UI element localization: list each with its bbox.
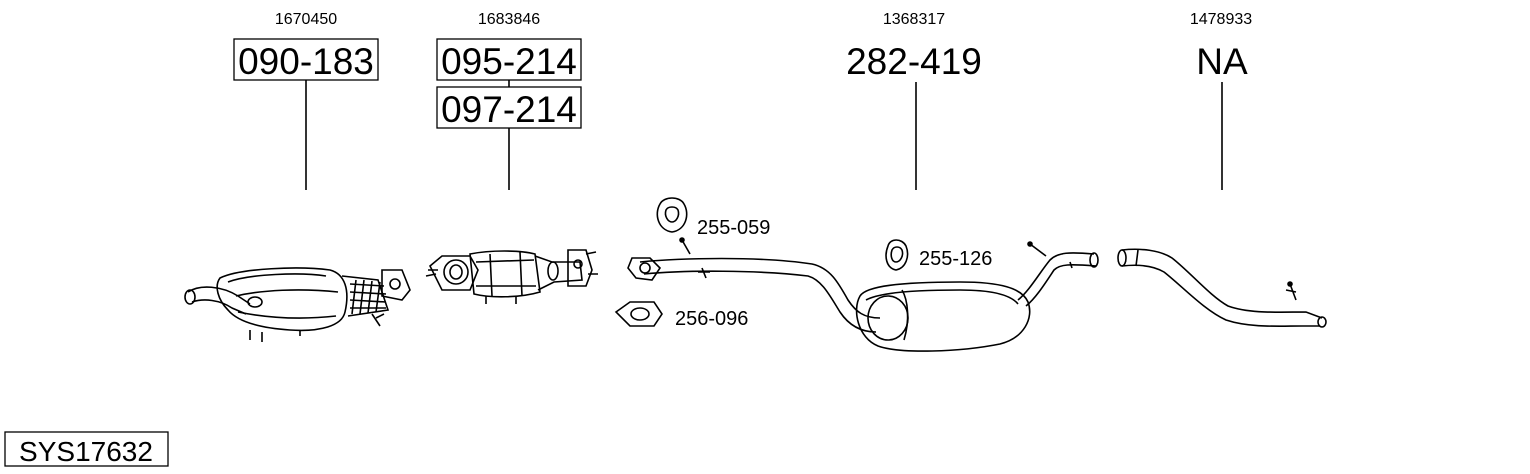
part-number-box-1[interactable]	[233, 38, 379, 81]
rubber-hanger-icon	[656, 197, 691, 255]
part-number-4[interactable]: NA	[1196, 41, 1248, 82]
system-code: SYS17632	[19, 436, 153, 467]
accessory-group-256-096[interactable]: 256-096	[614, 301, 748, 330]
oem-number-2: 1683846	[478, 11, 540, 28]
rubber-hanger-icon	[885, 239, 909, 271]
particulate-filter-icon[interactable]	[425, 249, 598, 304]
accessory-part-number-255-059[interactable]: 255-059	[697, 217, 770, 239]
part-group-4[interactable]: 1478933 NA	[1117, 11, 1327, 328]
part-group-1[interactable]: 1670450 090-183	[184, 11, 411, 342]
accessory-part-number-256-096[interactable]: 256-096	[675, 308, 748, 330]
part-group-3[interactable]: 1368317 282-419	[846, 11, 1099, 352]
silencer-icon[interactable]	[855, 241, 1099, 352]
part-number-box-2a[interactable]	[436, 38, 582, 81]
catalytic-converter-icon[interactable]	[184, 267, 411, 342]
part-number-box-2b[interactable]	[436, 86, 582, 129]
front-pipe-icon[interactable]	[627, 257, 881, 333]
oem-number-1: 1670450	[275, 11, 337, 28]
system-code-box	[4, 431, 169, 467]
part-number-3[interactable]: 282-419	[846, 41, 982, 82]
part-group-2[interactable]: 1683846 095-214 097-214	[425, 11, 598, 304]
part-number-2a[interactable]: 095-214	[441, 41, 577, 82]
accessory-group-255-126[interactable]: 255-126	[885, 239, 992, 271]
tailpipe-icon[interactable]	[1117, 248, 1327, 328]
gasket-icon	[614, 301, 663, 327]
part-number-1[interactable]: 090-183	[238, 41, 374, 82]
accessory-part-number-255-126[interactable]: 255-126	[919, 248, 992, 270]
system-code-badge: SYS17632	[4, 431, 169, 467]
accessory-group-255-059[interactable]: 255-059	[656, 197, 770, 255]
oem-number-3: 1368317	[883, 11, 945, 28]
part-number-2b[interactable]: 097-214	[441, 89, 577, 130]
oem-number-4: 1478933	[1190, 11, 1252, 28]
